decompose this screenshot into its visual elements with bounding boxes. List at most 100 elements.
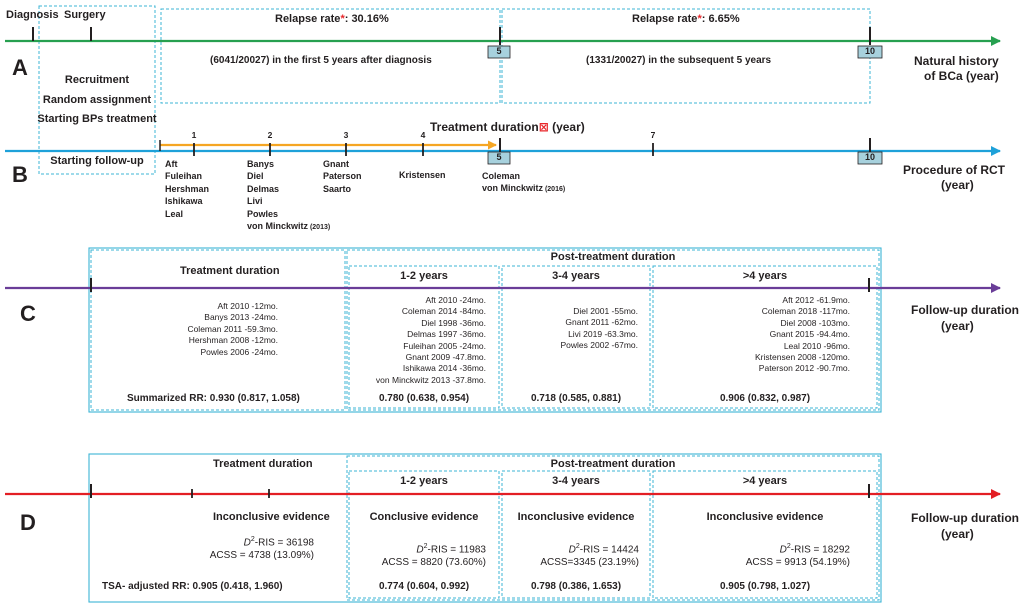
panel-d-letter: D <box>20 510 36 535</box>
study-year: (2016) <box>543 186 566 194</box>
tick-b-3-label: 3 <box>343 130 349 140</box>
panel-d-treat-evidence: Inconclusive evidence <box>213 511 330 523</box>
panel-d-post-treatment: Post-treatment duration <box>550 458 676 470</box>
rct-group-3: Gnant Paterson Saarto <box>323 158 362 195</box>
diagnosis-label: Diagnosis <box>6 9 59 21</box>
study-name-with-year: von Minckwitz (2016) <box>482 182 565 196</box>
study-entry: Coleman 2014 -84mo. <box>401 306 486 317</box>
starting-followup-label: Starting follow-up <box>50 155 144 167</box>
panel-d-col2-rr: 0.798 (0.386, 1.653) <box>530 581 622 592</box>
ris-superscript: 2 <box>423 543 428 550</box>
panel-d-col1-ris: D2-RIS = 11983 <box>349 543 486 556</box>
panel-a-axis-title-2: of BCa (year) <box>924 69 999 83</box>
panel-c-treatment-box <box>90 249 346 411</box>
panel-d-col3-header: >4 years <box>742 475 788 487</box>
panel-d-treatment-duration: Treatment duration <box>213 458 313 470</box>
panel-c-axis-title-1: Follow-up duration <box>911 303 1019 317</box>
panel-c-outer-box <box>88 247 882 413</box>
study-name: Paterson <box>323 171 362 182</box>
treatment-duration-label: Treatment duration <box>430 120 539 134</box>
panel-c-post-box <box>346 249 880 411</box>
panel-d-post-box <box>346 455 880 601</box>
ris-d-letter: D <box>416 544 424 556</box>
tick-b-5-label: 5 <box>496 152 502 162</box>
study-name: Delmas <box>247 183 280 194</box>
tick-a-5-label: 5 <box>496 46 502 56</box>
panel-d-col1-acss: ACSS = 8820 (73.60%) <box>381 557 486 568</box>
treatment-duration-unit: (year) <box>548 120 585 134</box>
study-year: (2013) <box>308 224 331 232</box>
panel-c-col3-box <box>652 265 878 409</box>
tick-b-2-label: 2 <box>267 130 273 140</box>
study-entry: Fuleihan 2005 -24mo. <box>403 340 486 351</box>
panel-c-axis-title-2: (year) <box>941 319 974 333</box>
study-name: von Minckwitz <box>482 183 544 194</box>
panel-c-col1-studies: Aft 2010 -24mo. Coleman 2014 -84mo. Diel… <box>352 295 486 386</box>
study-entry: Aft 2010 -24mo. <box>425 295 486 305</box>
study-name: Diel <box>247 171 264 182</box>
panel-a-axis-title-1: Natural history <box>914 54 999 68</box>
study-entry: Aft 2010 -12mo. <box>217 301 278 311</box>
panel-d-col2-evidence: Inconclusive evidence <box>517 511 635 523</box>
study-name: Gnant <box>323 159 349 169</box>
starting-bps-label: Starting BPs treatment <box>37 113 157 125</box>
ris-d-letter: D <box>243 537 251 549</box>
study-entry: Diel 2008 -103mo. <box>780 317 850 328</box>
relapse-rate-second: Relapse rate*: 6.65% <box>632 13 740 26</box>
tick-b-10-label: 10 <box>864 152 875 162</box>
ris-d-letter: D <box>568 544 576 556</box>
recruitment-box <box>38 5 156 175</box>
random-assignment-label: Random assignment <box>42 94 152 106</box>
study-entry: Gnant 2011 -62mo. <box>565 317 638 328</box>
study-entry: Kristensen 2008 -120mo. <box>755 352 850 363</box>
panel-c-col2-studies: Diel 2001 -55mo. Gnant 2011 -62mo. Livi … <box>512 306 639 352</box>
ris-d-letter: D <box>779 544 787 556</box>
study-entry: von Minckwitz 2013 -37.8mo. <box>375 374 486 385</box>
tick-b-7-label: 7 <box>650 130 656 140</box>
panel-d-treat-acss: ACSS = 4738 (13.09%) <box>209 550 314 561</box>
boxed-x-icon: ⊠ <box>538 120 549 134</box>
panel-d-col3-evidence: Inconclusive evidence <box>706 511 824 523</box>
panel-b-axis-title-2: (year) <box>941 178 974 192</box>
study-name: Aft <box>165 159 178 169</box>
relapse-rate-first: Relapse rate*: 30.16% <box>275 13 389 26</box>
study-entry: Leal 2010 -96mo. <box>783 340 850 351</box>
recruitment-label: Recruitment <box>64 74 130 86</box>
panel-a-letter: A <box>12 55 28 80</box>
panel-d-col3-ris: D2-RIS = 18292 <box>700 543 850 556</box>
treatment-duration-title: Treatment duration⊠ (year) <box>430 120 585 135</box>
panel-c-summarized-rr: Summarized RR: 0.930 (0.817, 1.058) <box>127 393 300 404</box>
tick-a-10-box <box>857 45 883 59</box>
tick-a-10-label: 10 <box>864 46 875 56</box>
relapse-rate-second-label: Relapse rate <box>632 13 698 25</box>
panel-d-col1-evidence: Conclusive evidence <box>369 511 479 523</box>
study-entry: Coleman 2018 -117mo. <box>761 306 850 317</box>
panel-d-tsa-rr: TSA- adjusted RR: 0.905 (0.418, 1.960) <box>102 581 283 592</box>
tick-b-5-box <box>487 151 511 165</box>
study-entry: Hershman 2008 -12mo. <box>188 335 278 346</box>
study-name: Fuleihan <box>165 171 203 182</box>
study-entry: Banys 2013 -24mo. <box>204 312 278 323</box>
study-entry: Gnant 2015 -94.4mo. <box>769 329 850 340</box>
tick-b-4-label: 4 <box>420 130 426 140</box>
study-entry: Coleman 2011 -59.3mo. <box>187 323 278 334</box>
study-entry: Paterson 2012 -90.7mo. <box>758 363 850 374</box>
tick-b-1-label: 1 <box>191 130 197 140</box>
study-entry: Diel 1998 -36mo. <box>421 317 486 328</box>
rct-group-2: Banys Diel Delmas Livi Powles von Minckw… <box>247 158 330 234</box>
study-name: von Minckwitz <box>247 221 309 232</box>
panel-b-axis-title-1: Procedure of RCT <box>903 163 1006 177</box>
panel-c-letter: C <box>20 301 36 326</box>
panel-d-col1-rr: 0.774 (0.604, 0.992) <box>378 581 470 592</box>
relapse-rate-first-label: Relapse rate <box>275 13 341 25</box>
study-entry: Powles 2006 -24mo. <box>200 346 279 357</box>
study-entry: Ishikawa 2014 -36mo. <box>402 363 486 374</box>
ris-value: -RIS = 11983 <box>427 544 486 556</box>
tick-a-5-box <box>487 45 511 59</box>
study-entry: Powles 2002 -67mo. <box>560 340 639 351</box>
panel-c-col2-rr: 0.718 (0.585, 0.881) <box>530 393 622 404</box>
study-entry: Aft 2012 -61.9mo. <box>782 295 850 305</box>
rct-group-1: Aft Fuleihan Hershman Ishikawa Leal <box>165 158 209 220</box>
panel-c-col2-header: 3-4 years <box>552 270 600 282</box>
